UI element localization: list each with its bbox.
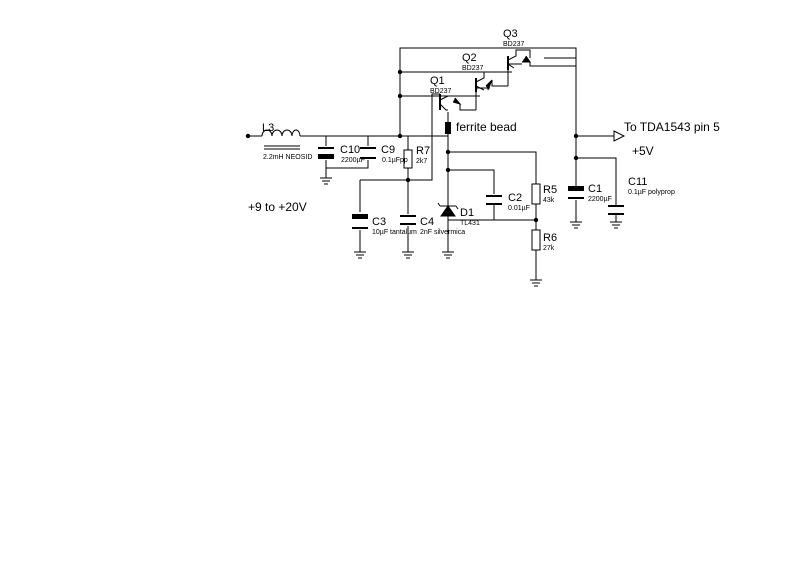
- capacitor-c9: [360, 147, 376, 159]
- junction-dots: [245, 69, 579, 223]
- c10-value: 2200µF: [341, 157, 365, 164]
- output-voltage: +5V: [632, 144, 654, 158]
- d1-value: TL431: [460, 220, 480, 227]
- q2-value: BD237: [462, 65, 484, 72]
- c11-ref: C11: [628, 176, 647, 188]
- c3-ref: C3: [372, 216, 386, 228]
- ground-symbols: [320, 177, 622, 287]
- transistor-q1: [439, 94, 464, 111]
- capacitor-c4: [400, 215, 416, 225]
- input-voltage-label: +9 to +20V: [248, 200, 307, 214]
- q3-value: BD237: [503, 41, 525, 48]
- c2-value: 0.01µF: [508, 205, 530, 212]
- ferrite-label: ferrite bead: [456, 120, 517, 134]
- c11-value: 0.1µF polyprop: [628, 189, 675, 196]
- r7-ref: R7: [416, 145, 430, 157]
- c3-value: 10µF tantalum: [372, 229, 417, 236]
- c1-value: 2200µF: [588, 196, 612, 203]
- zener-d1: [437, 202, 459, 217]
- c10-ref: C10: [340, 144, 360, 156]
- r7-value: 2k7: [416, 158, 427, 165]
- c4-ref: C4: [420, 216, 434, 228]
- d1-ref: D1: [460, 207, 474, 219]
- r5-ref: R5: [543, 184, 557, 196]
- capacitor-c10: [318, 147, 334, 159]
- capacitor-c1: [568, 186, 584, 199]
- resistor-r6: [531, 229, 541, 251]
- c1-ref: C1: [588, 183, 602, 195]
- capacitor-c2: [486, 195, 502, 205]
- transistor-q2: [475, 71, 493, 92]
- capacitor-c11: [608, 205, 624, 215]
- c9-value: 0.1µFpp: [382, 157, 408, 164]
- labels: L3 2.2mH NEOSID C10 2200µF C9 0.1µFpp R7…: [248, 28, 720, 252]
- ferrite-bead: [445, 122, 451, 134]
- r6-ref: R6: [543, 232, 557, 244]
- transistor-q3: [507, 49, 531, 70]
- capacitor-c3: [352, 214, 368, 229]
- inductor-l3: [261, 129, 301, 150]
- l3-ref: L3: [262, 122, 274, 134]
- resistor-r5: [531, 183, 541, 205]
- q1-value: BD237: [430, 88, 452, 95]
- resistor-r7: [403, 149, 413, 169]
- q3-ref: Q3: [503, 28, 518, 40]
- c9-ref: C9: [381, 144, 395, 156]
- l3-value: 2.2mH NEOSID: [263, 154, 312, 161]
- r5-value: 43k: [543, 197, 555, 204]
- c2-ref: C2: [508, 192, 522, 204]
- output-label: To TDA1543 pin 5: [624, 120, 720, 134]
- q2-ref: Q2: [462, 52, 477, 64]
- output-arrow-icon: [613, 130, 626, 142]
- r6-value: 27k: [543, 245, 555, 252]
- c4-value: 2nF silvermica: [420, 229, 465, 236]
- q1-ref: Q1: [430, 75, 445, 87]
